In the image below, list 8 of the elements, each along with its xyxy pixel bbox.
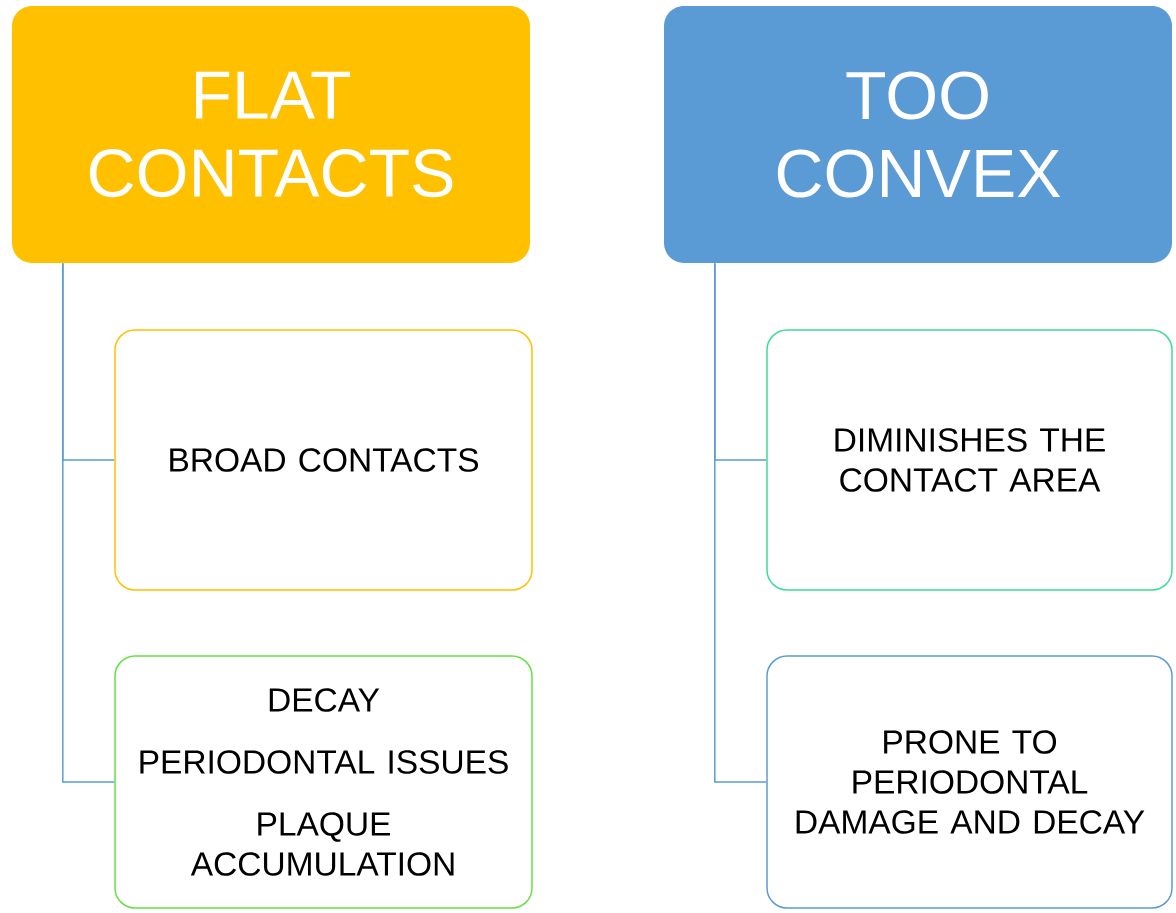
connector-line	[714, 262, 767, 783]
connector-line	[62, 262, 115, 783]
content-box: DIMINISHES THE CONTACT AREA	[766, 329, 1173, 591]
content-box: PRONE TO PERIODONTAL DAMAGE AND DECAY	[766, 655, 1173, 909]
header-box: FLAT CONTACTS	[12, 6, 530, 263]
content-box: DECAY PERIODONTAL ISSUES PLAQUE ACCUMULATION	[114, 655, 533, 909]
content-box: BROAD CONTACTS	[114, 329, 533, 591]
header-box: TOO CONVEX	[664, 6, 1172, 263]
